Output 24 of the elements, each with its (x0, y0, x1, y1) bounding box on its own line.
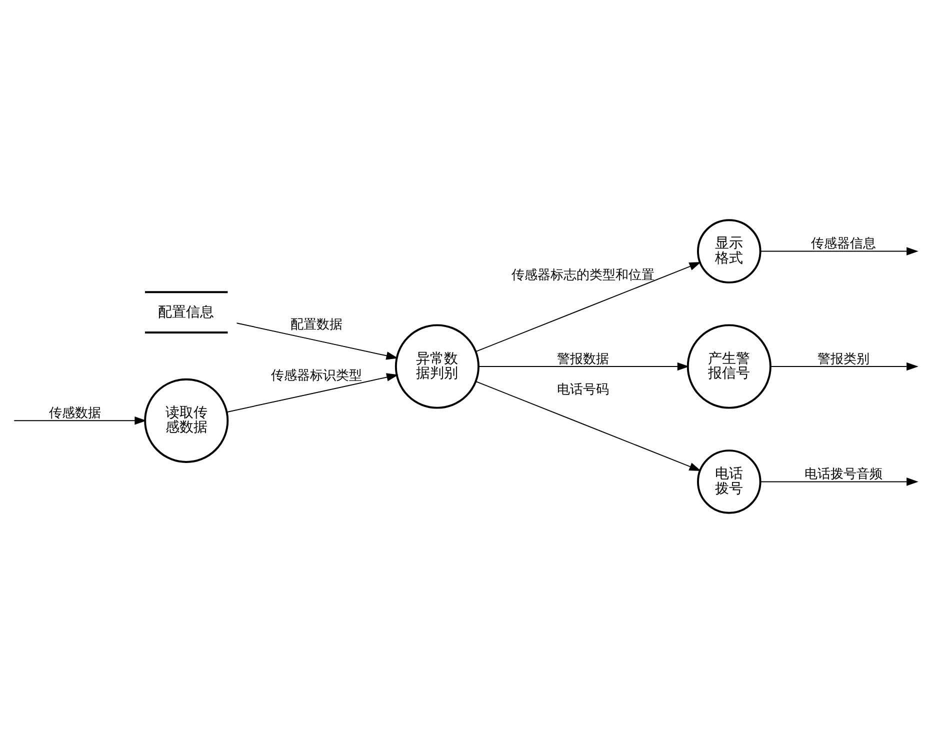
arrow (475, 380, 702, 470)
edge-label: 电话号码 (557, 382, 610, 397)
node-circle: 读取传感数据 (144, 378, 229, 462)
arrow (760, 246, 918, 255)
edge-label: 传感器标识类型 (270, 368, 362, 384)
arrow (14, 416, 146, 424)
edge-label: 配置数据 (290, 316, 342, 332)
node-circle: 产生警报信号 (686, 324, 772, 408)
node-circle: 异常数据判别 (394, 324, 480, 408)
node-circle: 电话拨号 (697, 449, 762, 514)
node-circle: 显示格式 (697, 218, 762, 283)
edge-label: 警报类别 (818, 351, 870, 366)
edge-label: 传感数据 (49, 406, 102, 421)
arrow (475, 262, 702, 352)
node-text: 配置信息 (158, 304, 214, 320)
edge-label: 传感器信息 (811, 236, 876, 252)
arrow (226, 372, 398, 412)
arrow (770, 362, 918, 370)
arrow (236, 322, 398, 360)
arrow (760, 477, 918, 486)
arrow (478, 362, 690, 370)
edge-label: 电话拨号音频 (804, 466, 883, 482)
edge-label: 传感器标志的类型和位置 (512, 268, 655, 283)
edge-label: 警报数据 (557, 351, 610, 366)
